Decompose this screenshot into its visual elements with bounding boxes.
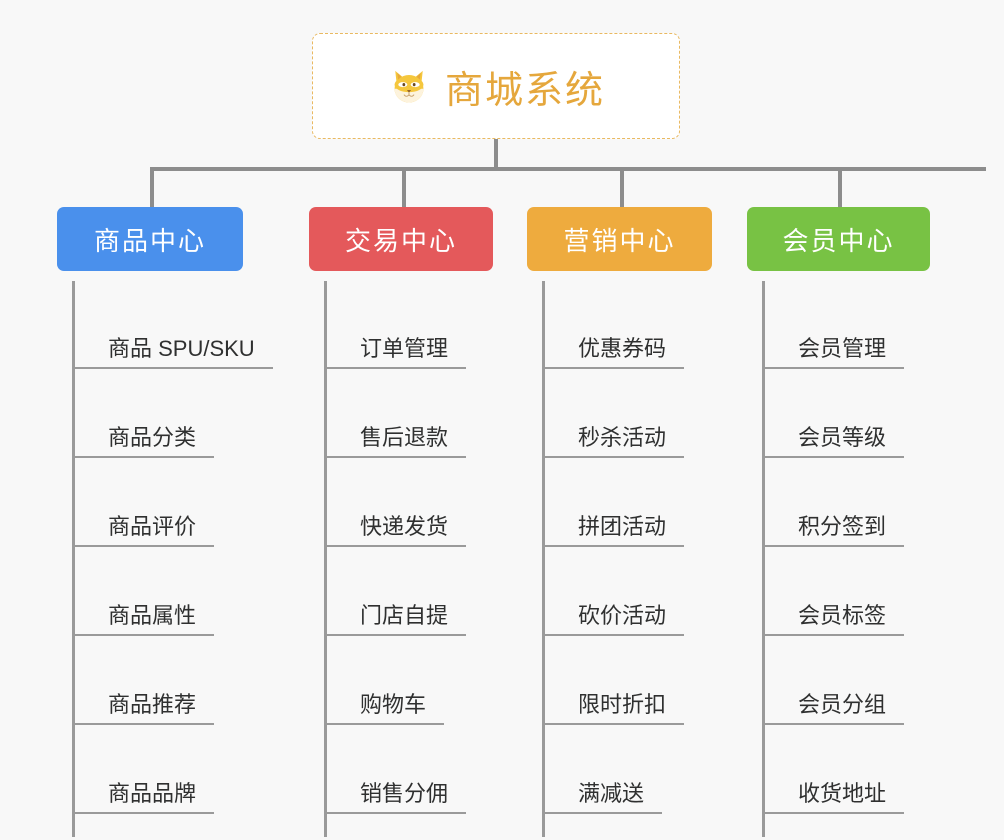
list-item[interactable]: 商品 SPU/SKU [72, 280, 273, 369]
branch-header-member-center[interactable]: 会员中心 [747, 207, 930, 271]
list-item[interactable]: 限时折扣 [542, 636, 712, 725]
branch-trade-center: 交易中心 订单管理 售后退款 快递发货 门店自提 购物车 销售分佣 [309, 207, 493, 837]
list-item[interactable]: 售后退款 [324, 369, 493, 458]
list-item-label: 限时折扣 [542, 691, 685, 725]
list-item[interactable]: 订单管理 [324, 280, 493, 369]
list-item[interactable]: 商品品牌 [72, 725, 273, 814]
branch-spine [72, 281, 75, 837]
list-item[interactable]: 门店自提 [324, 547, 493, 636]
list-item-label: 订单管理 [324, 335, 467, 369]
list-item-label: 会员等级 [762, 424, 905, 458]
connector-drop-4 [838, 167, 842, 207]
list-item-label: 商品 SPU/SKU [72, 335, 273, 369]
list-item-label: 会员管理 [762, 335, 905, 369]
branch-items: 商品 SPU/SKU 商品分类 商品评价 商品属性 商品推荐 商品品牌 [57, 280, 273, 814]
list-item-label: 售后退款 [324, 424, 467, 458]
connector-horizontal-bus [150, 167, 986, 171]
list-item[interactable]: 商品分类 [72, 369, 273, 458]
list-item-label: 商品分类 [72, 424, 215, 458]
root-title: 商城系统 [444, 69, 605, 112]
root-node[interactable]: 商城系统 [312, 33, 680, 139]
list-item[interactable]: 积分签到 [762, 458, 930, 547]
list-item[interactable]: 会员等级 [762, 369, 930, 458]
branch-marketing-center: 营销中心 优惠券码 秒杀活动 拼团活动 砍价活动 限时折扣 满减送 [527, 207, 712, 837]
list-item[interactable]: 砍价活动 [542, 547, 712, 636]
list-item-label: 快递发货 [324, 513, 467, 547]
list-item[interactable]: 收货地址 [762, 725, 930, 814]
list-item[interactable]: 商品推荐 [72, 636, 273, 725]
list-item-label: 优惠券码 [542, 335, 685, 369]
list-item-label: 满减送 [542, 780, 663, 814]
list-item-label: 商品评价 [72, 513, 215, 547]
branch-header-product-center[interactable]: 商品中心 [57, 207, 243, 271]
list-item[interactable]: 会员标签 [762, 547, 930, 636]
list-item[interactable]: 销售分佣 [324, 725, 493, 814]
list-item-label: 砍价活动 [542, 602, 685, 636]
branch-header-trade-center[interactable]: 交易中心 [309, 207, 493, 271]
list-item[interactable]: 快递发货 [324, 458, 493, 547]
branch-spine [324, 281, 327, 837]
list-item-label: 商品品牌 [72, 780, 215, 814]
branch-product-center: 商品中心 商品 SPU/SKU 商品分类 商品评价 商品属性 商品推荐 商品品牌 [57, 207, 273, 837]
connector-drop-2 [402, 167, 406, 207]
list-item[interactable]: 会员分组 [762, 636, 930, 725]
branch-spine [762, 281, 765, 837]
branch-member-center: 会员中心 会员管理 会员等级 积分签到 会员标签 会员分组 收货地址 [747, 207, 930, 837]
shiba-dog-face-icon [387, 64, 431, 108]
branch-items: 订单管理 售后退款 快递发货 门店自提 购物车 销售分佣 [309, 280, 493, 814]
list-item-label: 积分签到 [762, 513, 905, 547]
list-item[interactable]: 拼团活动 [542, 458, 712, 547]
list-item[interactable]: 购物车 [324, 636, 493, 725]
list-item-label: 拼团活动 [542, 513, 685, 547]
list-item-label: 收货地址 [762, 780, 905, 814]
list-item-label: 会员分组 [762, 691, 905, 725]
connector-root-stem [494, 139, 498, 170]
branch-header-marketing-center[interactable]: 营销中心 [527, 207, 712, 271]
list-item[interactable]: 秒杀活动 [542, 369, 712, 458]
list-item[interactable]: 商品评价 [72, 458, 273, 547]
list-item-label: 购物车 [324, 691, 445, 725]
list-item-label: 商品属性 [72, 602, 215, 636]
branch-items: 优惠券码 秒杀活动 拼团活动 砍价活动 限时折扣 满减送 [527, 280, 712, 814]
list-item[interactable]: 商品属性 [72, 547, 273, 636]
list-item[interactable]: 会员管理 [762, 280, 930, 369]
list-item[interactable]: 优惠券码 [542, 280, 712, 369]
list-item-label: 秒杀活动 [542, 424, 685, 458]
branch-items: 会员管理 会员等级 积分签到 会员标签 会员分组 收货地址 [747, 280, 930, 814]
list-item-label: 销售分佣 [324, 780, 467, 814]
list-item-label: 门店自提 [324, 602, 467, 636]
branch-spine [542, 281, 545, 837]
list-item-label: 商品推荐 [72, 691, 215, 725]
connector-drop-1 [150, 167, 154, 207]
connector-drop-3 [620, 167, 624, 207]
list-item[interactable]: 满减送 [542, 725, 712, 814]
list-item-label: 会员标签 [762, 602, 905, 636]
